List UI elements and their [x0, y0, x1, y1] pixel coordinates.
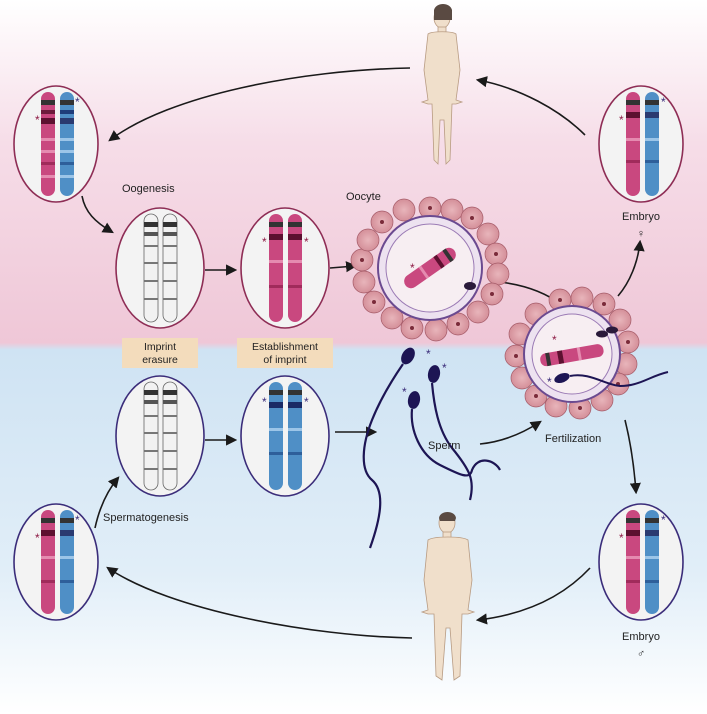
chromosome-paternal [60, 92, 74, 196]
establishment-line1: Establishment [252, 341, 318, 353]
oval-establishment-male: * * [240, 375, 330, 497]
arrow-to-male-embryo [624, 419, 641, 495]
imprint-star: * [35, 113, 40, 127]
spermatogenesis-label: Spermatogenesis [103, 512, 189, 524]
male-symbol: ♂ [637, 648, 645, 660]
oval-maternal-adult: * * [13, 85, 99, 203]
imprint-star: * [402, 385, 407, 399]
imprint-star: * [619, 113, 624, 127]
oocyte: * [350, 196, 510, 342]
imprint-star: * [426, 347, 431, 361]
imprint-star: * [410, 261, 415, 275]
oval-female-embryo: * * [598, 85, 684, 203]
arrow-man-to-paternal-oval [106, 566, 413, 639]
arrow-woman-to-maternal-oval [108, 67, 411, 142]
chromosome-maternal [41, 92, 55, 196]
oocyte-chromosome [404, 247, 456, 289]
establishment-box: Establishment of imprint [237, 338, 333, 368]
oogenesis-label: Oogenesis [122, 183, 175, 195]
imprint-erasure-line2: erasure [142, 354, 178, 366]
imprint-star: * [75, 95, 80, 109]
fertilized-egg: * * [504, 286, 669, 420]
imprint-erasure-box: Imprint erasure [122, 338, 198, 368]
imprint-erasure-line1: Imprint [144, 341, 176, 353]
man-figure [420, 512, 476, 681]
imprint-star: * [619, 531, 624, 545]
fertilization-label: Fertilization [545, 433, 601, 445]
imprint-star: * [547, 375, 552, 389]
oval-oogenesis-erased [115, 207, 205, 329]
woman-figure [420, 4, 464, 165]
male-embryo-label: Embryo [622, 631, 660, 643]
fertilization-chromosome [540, 344, 604, 367]
imprint-star: * [442, 361, 447, 375]
imprint-star: * [262, 395, 267, 409]
establishment-line2: of imprint [263, 354, 306, 366]
arrow-paternal-to-spermatogenesis [94, 476, 120, 529]
female-symbol: ♀ [637, 228, 645, 240]
oval-male-embryo: * * [598, 503, 684, 621]
imprint-star: * [35, 531, 40, 545]
arrow-sperm-to-fertilization [479, 420, 542, 445]
oocyte-label: Oocyte [346, 191, 381, 203]
imprint-star: * [262, 235, 267, 249]
arrow-embryo-to-woman [475, 76, 586, 136]
arrows [81, 67, 645, 639]
arrow-to-female-embryo [617, 239, 645, 297]
imprint-star: * [661, 513, 666, 527]
female-embryo-label: Embryo [622, 211, 660, 223]
sperm-group: * * * [362, 347, 501, 549]
imprint-star: * [661, 95, 666, 109]
imprint-star: * [304, 395, 309, 409]
imprint-star: * [552, 333, 557, 347]
oval-paternal-adult: * * [13, 503, 99, 621]
arrow-to-oocyte [329, 261, 358, 273]
imprint-star: * [75, 513, 80, 527]
sperm-label: Sperm [428, 440, 460, 452]
arrow-maternal-to-oogenesis [81, 195, 114, 234]
oval-establishment-female: * * [240, 207, 330, 329]
imprint-star: * [304, 235, 309, 249]
arrow-male-embryo-to-man [475, 567, 591, 625]
oval-spermatogenesis-erased [115, 375, 205, 497]
